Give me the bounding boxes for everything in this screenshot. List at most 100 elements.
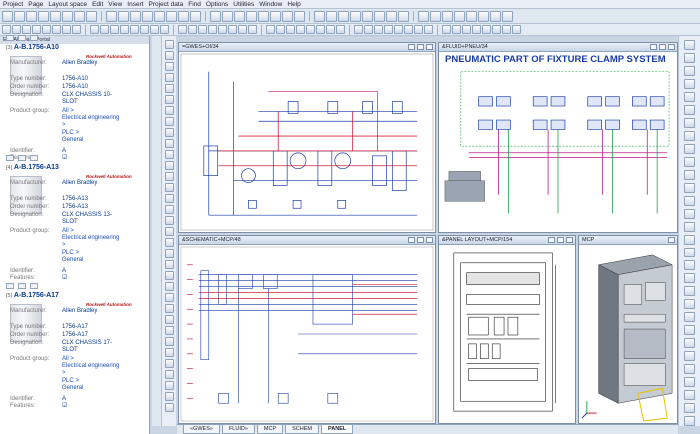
symbol-tool-icon[interactable]	[684, 143, 695, 154]
toolbar-button-icon[interactable]	[2, 10, 13, 22]
menu-utilities[interactable]: Utilities	[233, 0, 255, 8]
minimize-icon[interactable]	[650, 44, 657, 50]
toolbar-button-icon[interactable]	[452, 25, 461, 34]
toolbar-button-icon[interactable]	[482, 25, 491, 34]
minimize-icon[interactable]	[408, 44, 415, 50]
part-heading[interactable]: [4] A-B.1756-A13	[6, 164, 146, 173]
toolbar-button-icon[interactable]	[296, 25, 305, 34]
maximize-icon[interactable]	[659, 44, 666, 50]
fluid-window-titlebar[interactable]: &FLUID+PNEU/34	[439, 43, 677, 52]
toolbar-button-icon[interactable]	[338, 10, 349, 22]
toolbar-button-icon[interactable]	[314, 10, 325, 22]
toolbar-button-icon[interactable]	[22, 25, 31, 34]
toolbar-button-icon[interactable]	[140, 25, 149, 34]
tab-gwes[interactable]: «GWES»	[183, 425, 220, 434]
drawing-tool-icon[interactable]	[164, 315, 174, 324]
toolbar-button-icon[interactable]	[42, 25, 51, 34]
symbol-tool-icon[interactable]	[684, 65, 695, 76]
features-icon[interactable]: ☑	[62, 155, 68, 161]
toolbar-button-icon[interactable]	[294, 10, 305, 22]
toolbar-button-icon[interactable]	[462, 25, 471, 34]
toolbar-button-icon[interactable]	[150, 25, 159, 34]
drawing-tool-icon[interactable]	[164, 62, 174, 71]
drawing-tool-icon[interactable]	[164, 260, 174, 269]
part-code[interactable]: A-B.1756-A17	[13, 292, 59, 299]
drawing-tool-icon[interactable]	[164, 348, 174, 357]
drawing-tool-icon[interactable]	[164, 227, 174, 236]
symbol-tool-icon[interactable]	[684, 416, 695, 427]
toolbar-button-icon[interactable]	[282, 10, 293, 22]
drawing-tool-icon[interactable]	[164, 238, 174, 247]
toolbar-button-icon[interactable]	[234, 10, 245, 22]
drawing-tool-icon[interactable]	[164, 205, 174, 214]
info-icon[interactable]	[30, 283, 38, 289]
group-all-link[interactable]: All >	[62, 228, 74, 234]
toolbar-button-icon[interactable]	[430, 10, 441, 22]
symbol-tool-icon[interactable]	[684, 286, 695, 297]
symbol-tool-icon[interactable]	[684, 195, 695, 206]
mcp-3d-window[interactable]: MCP	[578, 235, 678, 424]
insert-icon[interactable]	[6, 155, 14, 161]
drawing-tool-icon[interactable]	[164, 183, 174, 192]
toolbar-button-icon[interactable]	[14, 10, 25, 22]
drawing-tool-icon[interactable]	[164, 95, 174, 104]
drawing-tool-icon[interactable]	[164, 337, 174, 346]
close-icon[interactable]	[566, 237, 573, 243]
symbol-tool-icon[interactable]	[684, 234, 695, 245]
toolbar-button-icon[interactable]	[142, 10, 153, 22]
symbol-tool-icon[interactable]	[684, 364, 695, 375]
symbol-tool-icon[interactable]	[684, 390, 695, 401]
toolbar-button-icon[interactable]	[32, 25, 41, 34]
toolbar-button-icon[interactable]	[62, 25, 71, 34]
toolbar-button-icon[interactable]	[350, 10, 361, 22]
drawing-tool-icon[interactable]	[164, 326, 174, 335]
toolbar-button-icon[interactable]	[208, 25, 217, 34]
menu-project[interactable]: Project	[3, 0, 24, 8]
copy-icon[interactable]	[18, 155, 26, 161]
toolbar-button-icon[interactable]	[398, 10, 409, 22]
close-icon[interactable]	[668, 44, 675, 50]
schematic-drawing[interactable]	[179, 245, 435, 423]
info-icon[interactable]	[30, 155, 38, 161]
toolbar-button-icon[interactable]	[442, 25, 451, 34]
group-plc-link[interactable]: PLC >	[62, 130, 79, 136]
toolbar-button-icon[interactable]	[160, 25, 169, 34]
mcp-window-titlebar[interactable]: MCP	[579, 236, 677, 245]
symbol-tool-icon[interactable]	[684, 221, 695, 232]
toolbar-button-icon[interactable]	[478, 10, 489, 22]
drawing-tool-icon[interactable]	[164, 150, 174, 159]
group-all-link[interactable]: All >	[62, 108, 74, 114]
info-icon[interactable]	[30, 35, 38, 41]
toolbar-button-icon[interactable]	[326, 10, 337, 22]
symbol-tool-icon[interactable]	[684, 273, 695, 284]
toolbar-button-icon[interactable]	[362, 10, 373, 22]
close-icon[interactable]	[668, 237, 675, 243]
toolbar-button-icon[interactable]	[466, 10, 477, 22]
toolbar-button-icon[interactable]	[246, 10, 257, 22]
drawing-tool-icon[interactable]	[164, 403, 174, 412]
toolbar-button-icon[interactable]	[248, 25, 257, 34]
drawing-tool-icon[interactable]	[164, 139, 174, 148]
menu-layout-space[interactable]: Layout space	[48, 0, 88, 8]
toolbar-button-icon[interactable]	[414, 25, 423, 34]
toolbar-button-icon[interactable]	[326, 25, 335, 34]
drawing-tool-icon[interactable]	[164, 359, 174, 368]
minimize-icon[interactable]	[548, 237, 555, 243]
part-code[interactable]: A-B.1756-A10	[13, 44, 59, 51]
menu-project-data[interactable]: Project data	[148, 0, 184, 8]
symbol-tool-icon[interactable]	[684, 182, 695, 193]
toolbar-button-icon[interactable]	[198, 25, 207, 34]
group-electrical-link[interactable]: Electrical engineering >	[62, 235, 120, 248]
toolbar-button-icon[interactable]	[394, 25, 403, 34]
panel-layout-window[interactable]: &PANEL LAYOUT+MCP/154	[438, 235, 576, 424]
maximize-icon[interactable]	[557, 237, 564, 243]
toolbar-button-icon[interactable]	[386, 10, 397, 22]
group-electrical-link[interactable]: Electrical engineering >	[62, 363, 120, 376]
group-plc-link[interactable]: PLC >	[62, 250, 79, 256]
symbol-tool-icon[interactable]	[684, 351, 695, 362]
portal-part-card[interactable]: [3] A-B.1756-A10 Rockwell Automation Man…	[6, 35, 146, 161]
symbol-tool-icon[interactable]	[684, 169, 695, 180]
toolbar-button-icon[interactable]	[404, 25, 413, 34]
schematic-window[interactable]: &SCHEMATIC+MCP/48	[178, 235, 436, 424]
symbol-tool-icon[interactable]	[684, 377, 695, 388]
